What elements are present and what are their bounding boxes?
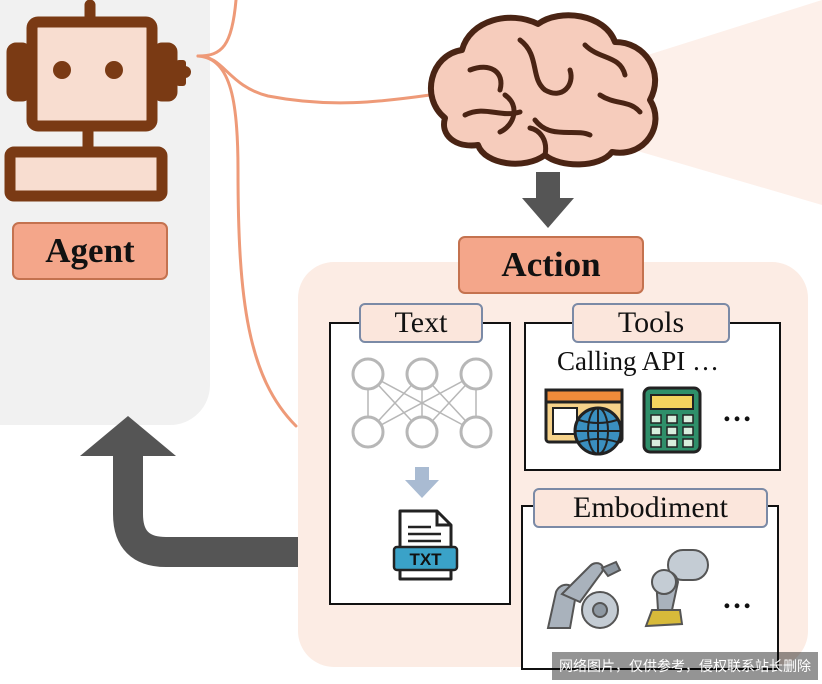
brain-to-action-arrow [522, 172, 574, 228]
agent-wires [196, 0, 432, 428]
txt-file-icon: TXT [392, 509, 459, 581]
neural-network-icon [351, 357, 493, 449]
txt-file-label: TXT [409, 550, 442, 569]
agent-label: Agent [12, 222, 168, 280]
web-browser-icon [544, 388, 624, 456]
light-beam [600, 0, 822, 205]
tools-more-dots: … [722, 395, 755, 428]
robot-icon [4, 0, 191, 202]
feedback-arrow-head [80, 416, 176, 456]
watermark: 网络图片，仅供参考，侵权联系站长删除 [552, 652, 818, 680]
feedback-arrow [113, 455, 298, 567]
text-card: TXT [329, 322, 511, 605]
down-arrow-icon [405, 467, 439, 498]
embodiment-more-dots: … [722, 582, 755, 615]
text-tab: Text [359, 303, 483, 343]
robot-arm-icon [546, 560, 622, 629]
calling-api-text: Calling API … [557, 346, 720, 376]
brain-icon [427, 12, 659, 168]
text-card-art: TXT [351, 357, 493, 581]
calculator-icon [642, 386, 702, 454]
embodiment-tab: Embodiment [533, 488, 768, 528]
robot-leg-icon [644, 549, 709, 628]
action-label: Action [458, 236, 644, 294]
tools-tab: Tools [572, 303, 730, 343]
